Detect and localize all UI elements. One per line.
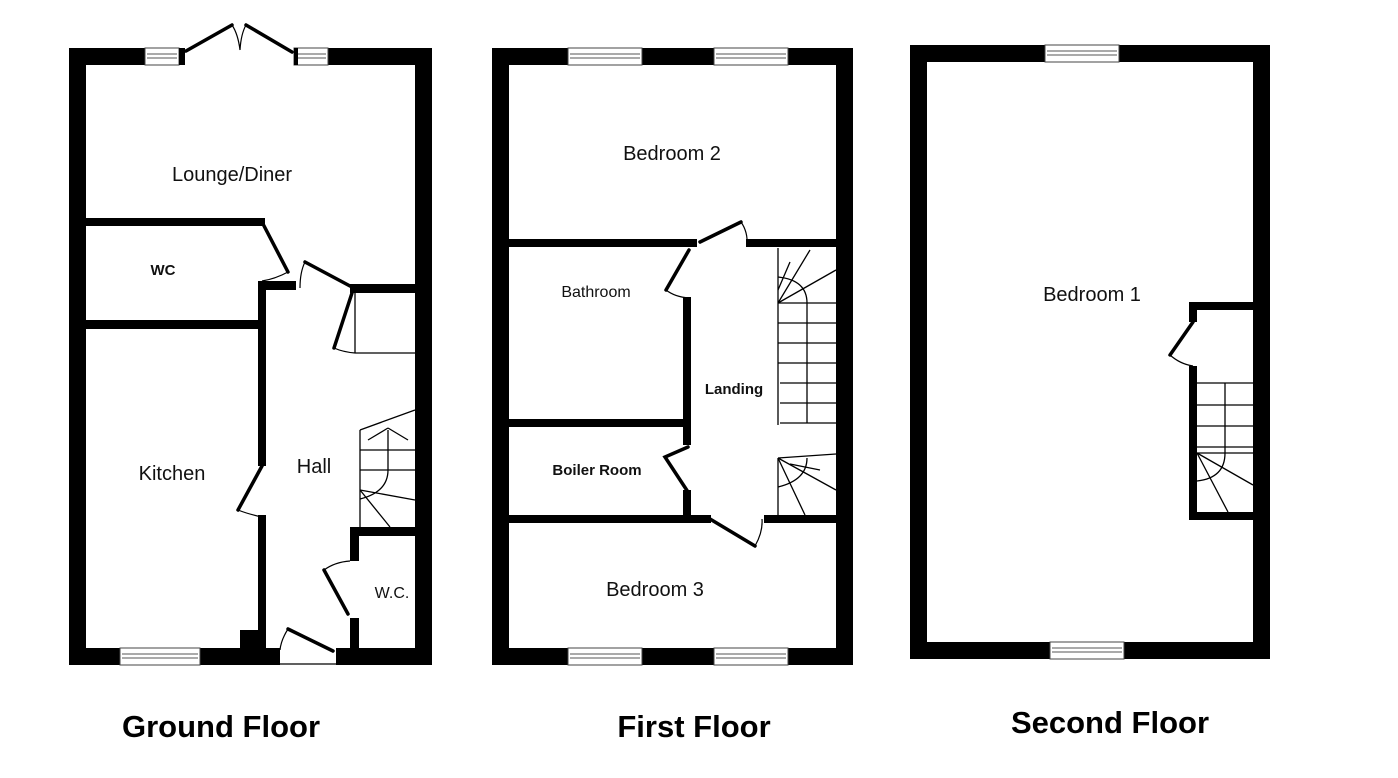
wc-door: [260, 220, 290, 274]
window: [119, 647, 201, 666]
window: [1049, 641, 1125, 660]
room-label: Landing: [705, 381, 763, 398]
floor-title: Ground Floor: [122, 709, 320, 744]
bedroom2-door: [698, 220, 743, 244]
wc2-door: [322, 568, 350, 616]
room-label: Hall: [297, 456, 331, 478]
wall: [415, 48, 432, 665]
french-door: [184, 23, 294, 54]
floor-title: First Floor: [617, 709, 770, 744]
room-label: Bedroom 2: [623, 143, 721, 165]
front-door: [286, 627, 335, 653]
window: [144, 47, 180, 66]
room-label: W.C.: [375, 585, 410, 602]
first-floor-plan: Bedroom 2 Bathroom Landing Boiler Room B…: [492, 47, 853, 744]
wall: [69, 48, 86, 665]
lounge-door: [303, 260, 352, 288]
window: [293, 47, 329, 66]
room-label: Boiler Room: [552, 462, 641, 479]
bedroom3-door: [708, 517, 757, 548]
second-floor-plan: Bedroom 1 Second Floor: [910, 44, 1270, 740]
window: [713, 647, 789, 666]
floor-title: Second Floor: [1011, 705, 1209, 740]
staircase: [777, 248, 837, 516]
ground-floor-plan: Lounge/Diner WC Kitchen Hall W.C. Ground…: [69, 23, 432, 744]
staircase: [1196, 382, 1254, 513]
room-label: Kitchen: [139, 463, 206, 485]
window: [567, 647, 643, 666]
bathroom-door: [664, 248, 691, 292]
window: [1044, 44, 1120, 63]
room-label: Bathroom: [561, 284, 630, 301]
kitchen-door: [236, 464, 264, 512]
room-label: Bedroom 3: [606, 579, 704, 601]
window: [567, 47, 643, 66]
boiler-door: [662, 445, 690, 494]
window: [713, 47, 789, 66]
room-label: Lounge/Diner: [172, 164, 292, 186]
room-label: Bedroom 1: [1043, 284, 1141, 306]
room-label: WC: [151, 262, 176, 279]
bedroom1-stair-door: [1168, 320, 1195, 357]
staircase: [359, 409, 416, 528]
